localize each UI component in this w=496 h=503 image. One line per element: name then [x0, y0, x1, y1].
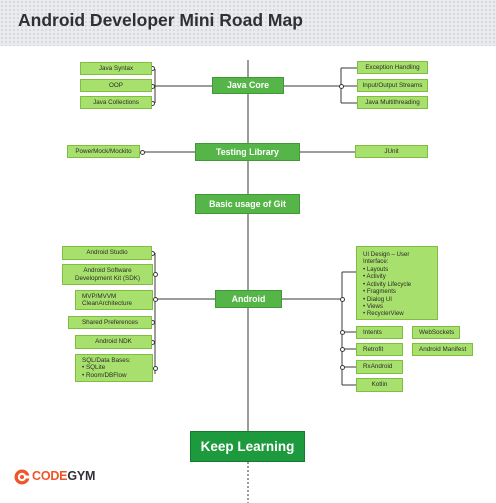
logo-gym: GYM — [67, 469, 96, 483]
node-java-multithreading: Java Multithreading — [357, 96, 428, 109]
logo-code: CODE — [32, 469, 68, 483]
node-intents: Intents — [356, 326, 403, 339]
node-oop: OOP — [80, 79, 152, 92]
ui-item-activity: Activity — [363, 273, 431, 280]
node-android-studio: Android Studio — [62, 246, 152, 260]
ui-item-dialog-ui: Dialog UI — [363, 296, 431, 303]
node-websockets: WebSockets — [412, 326, 460, 339]
node-kotlin: Kotlin — [356, 378, 403, 392]
node-mvp-mvvm: MVP/MVVM CleanArchitecture — [75, 290, 153, 310]
node-junit: JUnit — [355, 145, 428, 158]
page-title: Android Developer Mini Road Map — [18, 10, 303, 30]
codegym-logo-text: CODEGYM — [32, 469, 95, 483]
node-android-sdk: Android Software Development Kit (SDK) — [62, 264, 153, 285]
ui-item-activity-lifecycle: Activity Lifecycle — [363, 281, 431, 288]
ui-item-layouts: Layouts — [363, 266, 431, 273]
connector-dot — [153, 366, 158, 371]
ui-item-recyclerview: RecyclerView — [363, 310, 431, 317]
node-powermock-mockito: PowerMock/Mockito — [67, 145, 140, 158]
node-android-ndk: Android NDK — [75, 335, 152, 349]
connector-dot — [153, 297, 158, 302]
ui-item-fragments: Fragments — [363, 288, 431, 295]
node-java-collections: Java Collections — [80, 96, 152, 109]
node-java-syntax: Java Syntax — [80, 62, 152, 75]
node-io-streams: Input/Output Streams — [357, 79, 428, 92]
connector-dot — [140, 150, 145, 155]
hub-android: Android — [215, 290, 282, 308]
header-banner — [0, 0, 496, 46]
connector-dot — [340, 330, 345, 335]
ui-design-list: Layouts Activity Activity Lifecycle Frag… — [363, 266, 431, 318]
connector-dot — [340, 297, 345, 302]
node-android-manifest: Android Manifest — [412, 343, 473, 356]
node-ui-design: UI Design – User Interface: Layouts Acti… — [356, 246, 438, 320]
hub-java-core: Java Core — [212, 77, 284, 94]
connector-dot — [340, 365, 345, 370]
ui-design-heading: UI Design – User Interface: — [363, 251, 410, 266]
node-retrofit: Retrofit — [356, 343, 403, 356]
hub-basic-git: Basic usage of Git — [195, 194, 300, 214]
codegym-logo: CODEGYM — [14, 469, 104, 485]
node-rxandroid: RxAndroid — [356, 360, 403, 374]
node-sql-databases: SQL/Data Bases: • SQLite • Room/DBFlow — [75, 354, 153, 382]
connector-dot — [339, 84, 344, 89]
node-shared-preferences: Shared Preferences — [68, 316, 152, 329]
hub-testing-library: Testing Library — [195, 143, 300, 161]
hub-keep-learning: Keep Learning — [190, 431, 305, 462]
connector-dot — [153, 272, 158, 277]
ui-item-views: Views — [363, 303, 431, 310]
connector-dot — [340, 347, 345, 352]
node-exception-handling: Exception Handling — [357, 61, 428, 74]
codegym-logo-mark-icon — [14, 469, 30, 485]
